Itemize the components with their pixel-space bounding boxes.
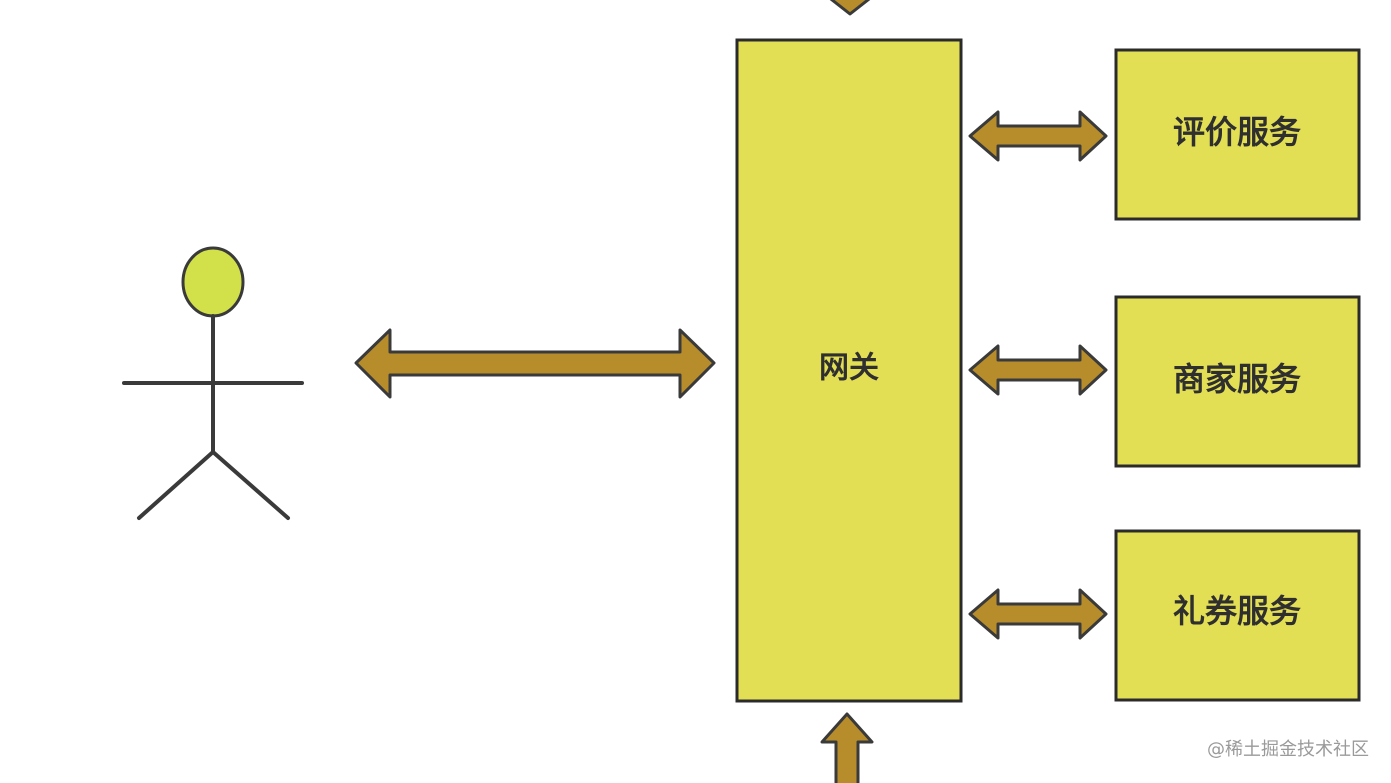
user-stick-figure-icon [122, 246, 304, 520]
bottom-incoming-arrow [820, 712, 874, 783]
user-left-leg [137, 450, 215, 520]
gateway-box [735, 38, 963, 703]
watermark-text: @稀土掘金技术社区 [1207, 739, 1369, 760]
coupon-service-label: 礼券服务 [1173, 592, 1301, 630]
coupon-service-box [1114, 529, 1361, 702]
user-head [181, 246, 245, 318]
gateway-label: 网关 [819, 351, 879, 386]
merchant-service-node: 商家服务 [1114, 295, 1361, 468]
user-gateway-arrow [354, 328, 716, 399]
coupon-service-node: 礼券服务 [1114, 529, 1361, 702]
top-incoming-arrow [829, 0, 871, 16]
review-service-box [1114, 48, 1361, 221]
gateway-coupon-arrow [968, 588, 1108, 640]
merchant-service-box [1114, 295, 1361, 468]
gateway-review-arrow [968, 110, 1108, 162]
review-service-node: 评价服务 [1114, 48, 1361, 221]
gateway-node: 网关 [735, 38, 963, 703]
merchant-service-label: 商家服务 [1173, 360, 1301, 398]
review-service-label: 评价服务 [1173, 113, 1301, 151]
user-right-leg [211, 450, 290, 520]
gateway-merchant-arrow [968, 344, 1108, 396]
